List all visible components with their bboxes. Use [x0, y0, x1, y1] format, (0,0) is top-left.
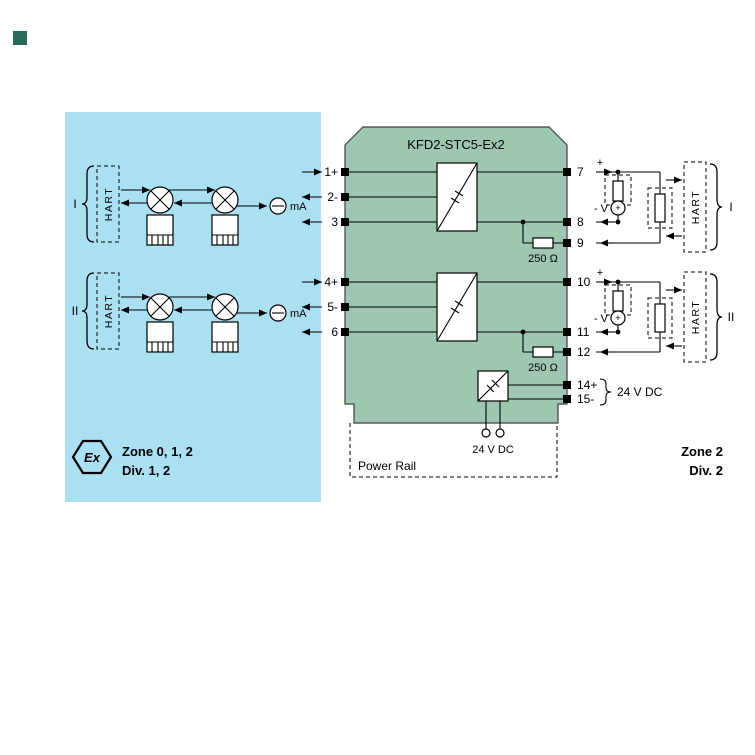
terminal-label-1: 1+ [324, 165, 338, 179]
terminal-square-6 [341, 328, 349, 336]
terminal-label-5: 5- [327, 300, 338, 314]
source-label-2: - V [594, 313, 609, 325]
load-resistor-1a [612, 180, 624, 202]
hart-box-right-1 [683, 161, 707, 253]
safe-channel-1-id: I [729, 200, 732, 214]
terminal-label-8: 8 [577, 215, 584, 229]
channel-1-id-label: I [73, 197, 76, 211]
terminal-square-14 [563, 381, 571, 389]
source-label-1: - V [594, 203, 609, 215]
safe-channel-1: + + - V HART I [594, 157, 733, 253]
transmitter-1-body [146, 214, 174, 246]
resistor-1-label: 250 Ω [528, 253, 558, 265]
terminal-square-2 [341, 193, 349, 201]
source-plus-2: + [615, 313, 620, 323]
terminal-label-15: 15- [577, 392, 594, 406]
transmitter-2-body [211, 214, 239, 246]
ma-label-2: mA [290, 308, 307, 320]
hart-label-left-2: HART [103, 294, 115, 328]
safe-channel-2: + + - V HART II [594, 267, 735, 363]
ex-hexagon-icon [71, 439, 113, 475]
load-resistor-1b-box [647, 187, 673, 229]
hazard-channel-1: I HART mA [73, 165, 307, 246]
terminal-label-11: 11 [577, 325, 590, 339]
safe-zone-labels: Zone 2 Div. 2 [681, 444, 723, 478]
transmitter-4-body [211, 321, 239, 353]
hart-box-left-1 [96, 165, 120, 243]
power-rail-contact [481, 428, 491, 438]
safe-div-label: Div. 2 [689, 463, 723, 478]
safe-zone-label: Zone 2 [681, 444, 723, 459]
terminal-square-9 [563, 239, 571, 247]
load-resistor-2b [654, 303, 666, 333]
terminal-square-8 [563, 218, 571, 226]
terminal-label-4: 4+ [324, 275, 338, 289]
terminal-square-11 [563, 328, 571, 336]
terminals-right: 7 8 9 10 11 12 14+ 15- 24 V DC [563, 165, 663, 406]
terminal-label-6: 6 [331, 325, 338, 339]
hart-box-left-2 [96, 272, 120, 350]
source-plus-1: + [615, 203, 620, 213]
terminal-square-7 [563, 168, 571, 176]
terminal-square-4 [341, 278, 349, 286]
hart-label-right-1: HART [690, 190, 702, 224]
power-rail-box [349, 423, 558, 478]
terminal-label-10: 10 [577, 275, 591, 289]
load-resistor-1b [654, 193, 666, 223]
hart-box-right-2 [683, 271, 707, 363]
safe-channel-2-brace [709, 273, 723, 361]
module-title: KFD2-STC5-Ex2 [407, 137, 505, 152]
resistor-2-label: 250 Ω [528, 362, 558, 374]
terminal-label-2: 2- [327, 190, 338, 204]
power-rail-label: Power Rail [358, 459, 416, 473]
terminal-square-3 [341, 218, 349, 226]
load-resistor-2a [612, 290, 624, 312]
hazardous-div-label: Div. 1, 2 [122, 463, 170, 478]
supply-brace [599, 378, 612, 406]
polarity-plus-label-1: + [597, 157, 603, 169]
channel-2-id-label: II [72, 304, 79, 318]
internal-resistor-2 [532, 346, 554, 358]
power-rail: 24 V DC Power Rail [349, 423, 558, 478]
terminal-square-10 [563, 278, 571, 286]
terminal-label-7: 7 [577, 165, 584, 179]
terminal-label-12: 12 [577, 345, 591, 359]
terminal-label-3: 3 [331, 215, 338, 229]
page-corner-mark [13, 31, 27, 45]
terminal-label-14: 14+ [577, 378, 597, 392]
ex-mark-label: Ex [84, 450, 101, 465]
safe-channel-2-id: II [728, 310, 735, 324]
power-rail-voltage-label: 24 V DC [472, 444, 514, 456]
terminal-label-9: 9 [577, 236, 584, 250]
load-resistor-2b-box [647, 297, 673, 339]
transmitter-3-body [146, 321, 174, 353]
terminal-square-1 [341, 168, 349, 176]
hart-label-right-2: HART [690, 300, 702, 334]
terminals-left: 1+ 2- 3 4+ 5- 6 [302, 165, 349, 339]
terminal-square-5 [341, 303, 349, 311]
channel-1-brace [81, 165, 95, 243]
hart-label-left-1: HART [103, 187, 115, 221]
safe-channel-1-brace [709, 163, 723, 251]
power-rail-contact [495, 428, 505, 438]
terminal-square-12 [563, 348, 571, 356]
internal-resistor-1 [532, 237, 554, 249]
hazard-channel-2: II HART mA [72, 272, 307, 353]
hazardous-zone-label: Zone 0, 1, 2 [122, 444, 193, 459]
isolator-module: KFD2-STC5-Ex2 250 Ω 250 Ω [344, 126, 568, 429]
channel-2-brace [81, 272, 95, 350]
polarity-plus-label-2: + [597, 267, 603, 279]
terminal-square-15 [563, 395, 571, 403]
supply-voltage-label: 24 V DC [617, 385, 663, 399]
ma-label-1: mA [290, 201, 307, 213]
hazardous-zone-labels: Ex Zone 0, 1, 2 Div. 1, 2 [71, 439, 193, 478]
